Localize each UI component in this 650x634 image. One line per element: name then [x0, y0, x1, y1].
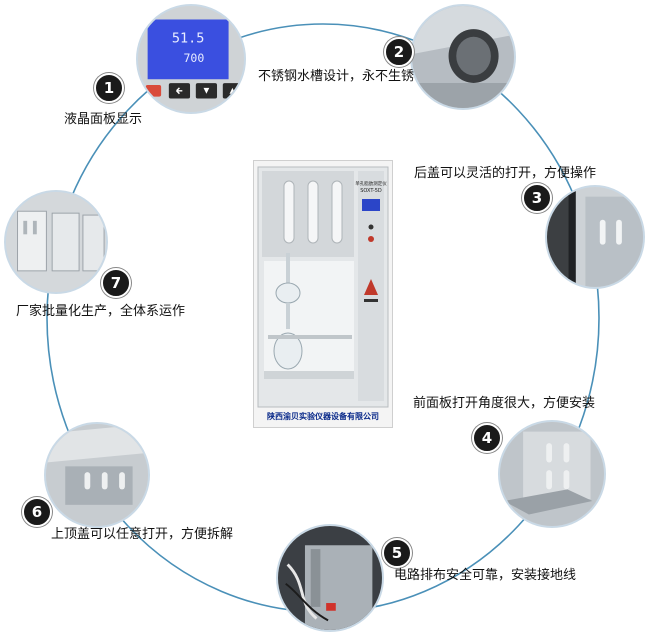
lcd-line-2: 700	[183, 51, 204, 65]
lcd-panel-photo: 51.5 700	[136, 4, 246, 114]
feature-caption-1: 液晶面板显示	[64, 112, 143, 127]
feature-badge-2: 2	[384, 37, 414, 67]
circuit-wiring-photo	[276, 524, 384, 632]
stainless-tank-photo	[410, 4, 516, 110]
top-cover-photo	[44, 422, 150, 528]
feature-caption-2: 不锈钢水槽设计，永不生锈	[258, 69, 415, 84]
feature-badge-6: 6	[22, 497, 52, 527]
lcd-line-1: 51.5	[172, 31, 204, 47]
feature-badge-1: 1	[94, 73, 124, 103]
feature-badge-4: 4	[472, 423, 502, 453]
feature-caption-6: 上顶盖可以任意打开，方便拆解	[51, 527, 234, 542]
feature-caption-4: 前面板打开角度很大，方便安装	[413, 396, 596, 411]
rear-cover-photo	[545, 185, 645, 289]
feature-badge-3: 3	[522, 183, 552, 213]
feature-caption-3: 后盖可以灵活的打开，方便操作	[414, 166, 597, 181]
production-line-photo	[4, 190, 108, 294]
feature-caption-7: 厂家批量化生产，全体系运作	[16, 304, 186, 319]
product-model: SOXT-5D	[360, 188, 382, 194]
manufacturer-name: 陕西渝贝实验仪器设备有限公司	[267, 412, 379, 421]
feature-caption-5: 电路排布安全可靠，安装接地线	[394, 568, 577, 583]
feature-badge-5: 5	[382, 538, 412, 568]
feature-badge-7: 7	[101, 268, 131, 298]
product-name-label: 单孔脂肪测定仪	[355, 180, 387, 187]
product-photo: SOXT-5D 单孔脂肪测定仪 陕西渝贝实验仪器设备有限公司	[253, 160, 393, 428]
front-panel-photo	[498, 420, 606, 528]
